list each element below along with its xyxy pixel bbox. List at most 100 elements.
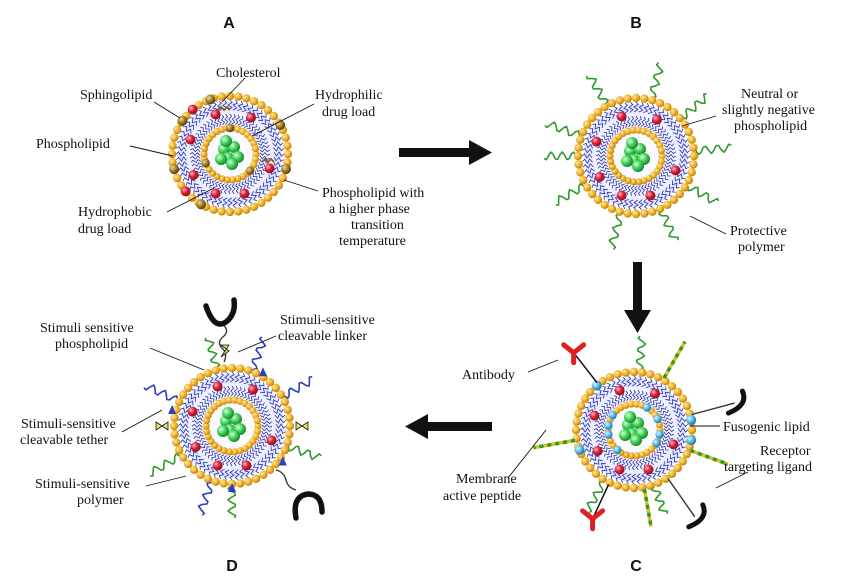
lipid-tail — [633, 185, 639, 197]
lipid-tail — [260, 385, 269, 394]
lipid-tail — [659, 132, 669, 139]
cholesterol-icon — [217, 105, 231, 112]
hydrophobic-drug — [592, 446, 603, 456]
label-protective-1: Protective — [730, 224, 787, 239]
hydrophobic-drug — [241, 460, 252, 471]
lipid-tail — [180, 170, 191, 177]
lipid-head — [579, 175, 588, 185]
panel-label-d: D — [226, 558, 238, 575]
lipid-head — [613, 370, 622, 379]
lipid-head — [607, 157, 615, 165]
lipid-tail — [635, 459, 640, 471]
lipid-tail — [275, 428, 286, 434]
lipid-head — [283, 141, 292, 150]
lipid-tail — [261, 457, 269, 467]
panel-label-c: C — [630, 558, 642, 575]
lipid-tail — [664, 115, 673, 124]
lipid-head — [271, 383, 280, 393]
lipid-tail — [661, 190, 668, 201]
lipid-tail — [582, 158, 593, 164]
lipid-head — [257, 101, 266, 110]
lipid-head — [658, 152, 666, 160]
lipid-tail — [271, 136, 282, 143]
label-cholesterol: Cholesterol — [216, 66, 281, 81]
label-hydrophilic-1: Hydrophilic — [315, 88, 383, 103]
lipid-head — [217, 92, 226, 101]
lipid-tail — [641, 391, 648, 402]
lipid-head — [283, 149, 293, 159]
polymer-chain — [635, 335, 647, 371]
lipid-tail — [635, 390, 640, 401]
lipid-head — [283, 405, 292, 414]
lipid-tail — [193, 113, 201, 123]
label-peptide-1: Membrane — [456, 472, 517, 487]
lipid-tail — [658, 175, 666, 184]
lipid-tail — [256, 382, 265, 390]
lipid-tail — [259, 148, 271, 153]
label-stimuli-polymer-1: Stimuli-sensitive — [35, 477, 130, 492]
lipid-tail — [633, 115, 639, 127]
lipid-tail — [274, 413, 286, 419]
lipid-tail — [663, 461, 671, 471]
lipid-tail — [589, 455, 600, 462]
hydrophobic-drug — [212, 381, 223, 392]
lipid-head — [254, 422, 262, 430]
label-tether-1: Stimuli-sensitive — [21, 417, 116, 432]
lipid-tail — [206, 121, 213, 131]
lipid-tail — [660, 172, 669, 180]
lipid-head — [689, 143, 698, 152]
lipid-head — [653, 373, 663, 382]
lipid-tail — [227, 197, 233, 209]
lipid-tail — [631, 389, 637, 401]
lipid-tail — [203, 123, 210, 133]
lipid-head — [169, 421, 179, 431]
lipid-tail — [189, 155, 201, 160]
lipid-tail — [641, 377, 648, 387]
lipid-tail — [177, 423, 189, 429]
special-lipid-head — [591, 380, 602, 391]
lipid-tail — [195, 437, 206, 443]
lipid-tail — [229, 455, 235, 467]
lipid-tail — [663, 166, 673, 174]
lipid-tail — [582, 148, 593, 154]
lipid-head — [173, 173, 182, 183]
lipid-tail — [643, 117, 650, 128]
lipid-tail — [176, 156, 187, 162]
lipid-tail — [258, 439, 267, 447]
lipid-tail — [663, 431, 674, 436]
lipid-tail — [177, 140, 187, 147]
hydrophobic-drug — [239, 188, 250, 199]
lipid-head — [184, 459, 193, 469]
lipid-tail — [650, 380, 658, 390]
receptor-ligand-icon — [203, 297, 238, 327]
lipid-tail — [640, 116, 646, 127]
lipid-tail — [273, 408, 284, 415]
antibody-linker — [573, 352, 598, 384]
lipid-head — [225, 396, 233, 404]
lipid-head — [687, 425, 697, 435]
lipid-tail — [666, 458, 675, 467]
special-lipid-head — [653, 414, 662, 424]
lipid-tail — [251, 127, 261, 134]
lipid-head — [655, 99, 665, 108]
lipid-head — [591, 469, 601, 478]
lipid-tail — [229, 469, 235, 481]
lipid-tail — [643, 198, 649, 210]
peptide-stripe — [533, 438, 576, 450]
lipid-tail — [663, 424, 675, 429]
lipid-head — [663, 200, 672, 209]
lipid-tail — [232, 100, 238, 111]
lipid-tail — [202, 106, 210, 117]
lipid-tail — [187, 451, 198, 458]
lipid-tail — [633, 199, 639, 211]
lipid-tail — [261, 427, 272, 432]
lipid-tail — [275, 418, 286, 424]
lipid-head — [259, 470, 268, 479]
lipid-tail — [205, 395, 212, 405]
label-neutral-1: Neutral or — [741, 87, 798, 102]
antibody-icon — [561, 342, 587, 366]
hydrophobic-drug — [650, 388, 660, 399]
lipid-tail — [665, 160, 676, 166]
special-lipid-head — [169, 164, 179, 174]
lipid-tail — [208, 450, 216, 459]
